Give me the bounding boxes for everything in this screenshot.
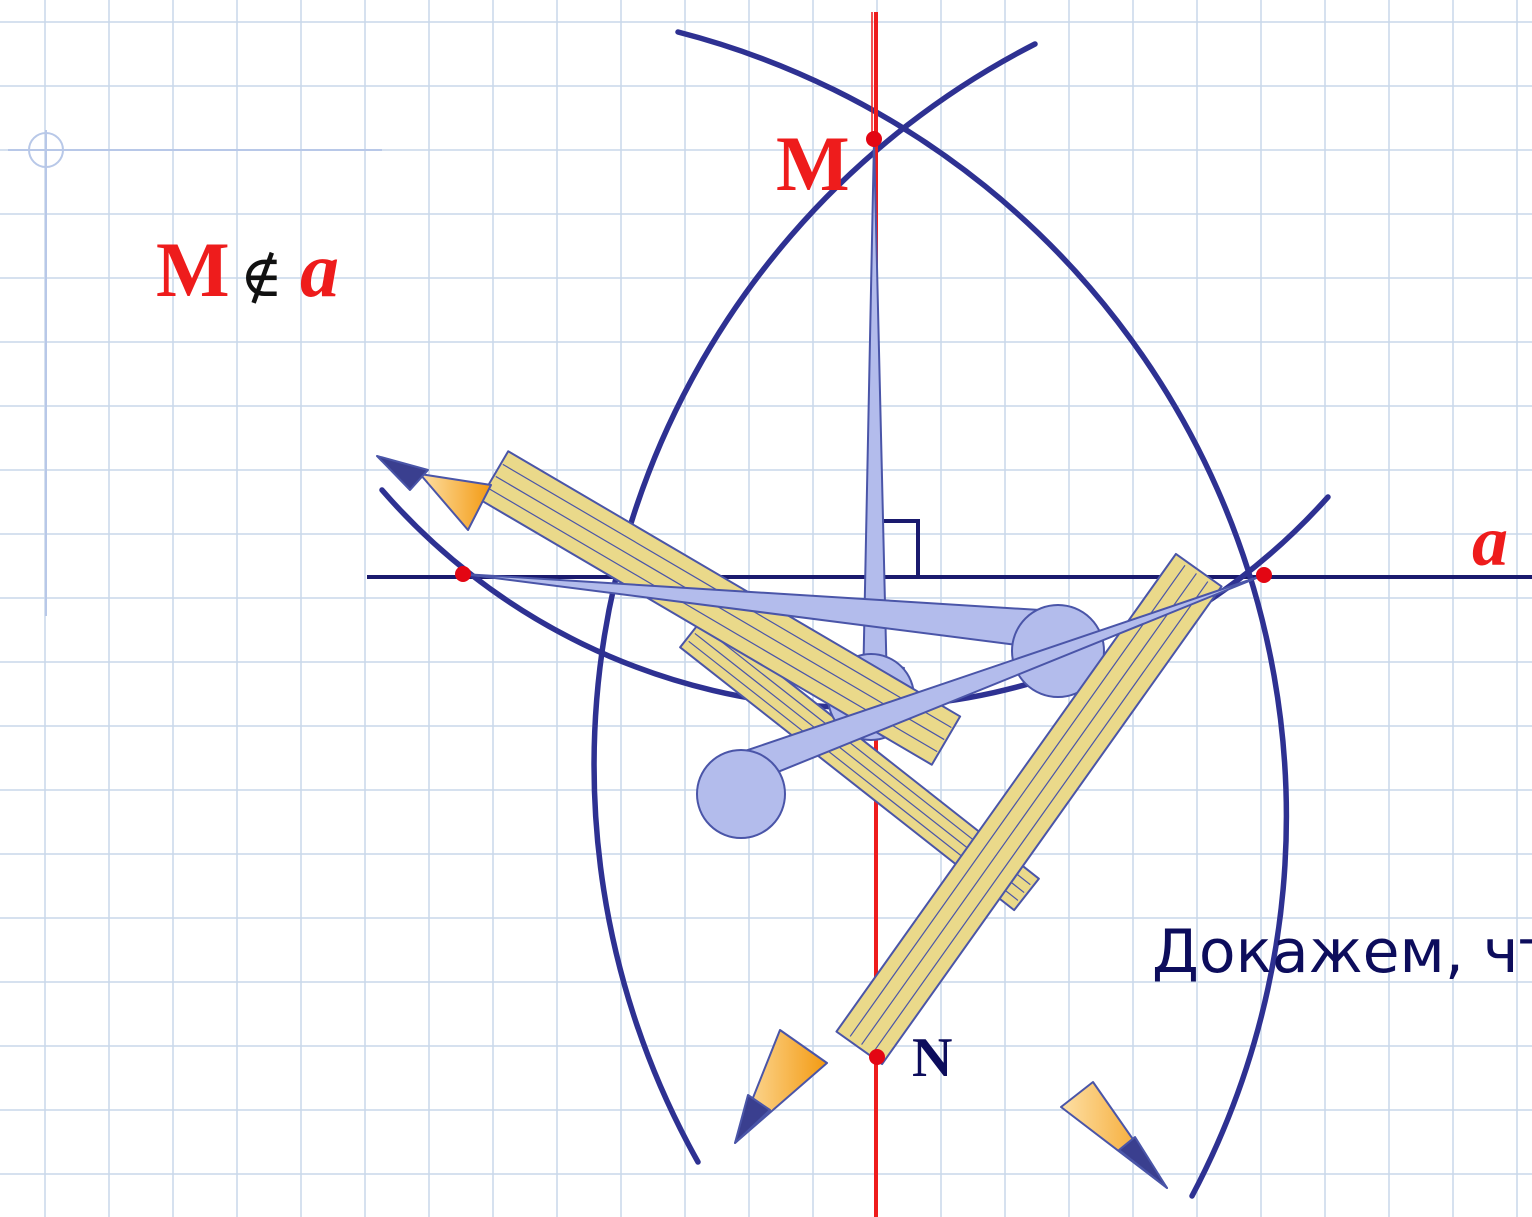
label-point-n: N (912, 1027, 952, 1089)
compass-at-left-point (376, 450, 1105, 766)
proof-caption: Докажем, что (1152, 917, 1532, 987)
compass-at-right-point (696, 552, 1265, 1144)
point-m (866, 131, 882, 147)
right-angle-icon (880, 519, 920, 577)
arc-centered-left-point (675, 29, 1290, 1199)
label-point-m: M (776, 120, 850, 207)
label-line-a: a (1472, 501, 1508, 581)
condition-point-label: M (156, 226, 230, 313)
condition-statement: M ∉ a (156, 226, 339, 313)
point-n (869, 1049, 885, 1065)
condition-line-label: a (300, 226, 339, 313)
crosshair-corner-icon (8, 130, 382, 616)
intersection-point-left (455, 566, 471, 582)
intersection-point-right (1256, 567, 1272, 583)
not-element-of-symbol: ∉ (240, 242, 283, 310)
